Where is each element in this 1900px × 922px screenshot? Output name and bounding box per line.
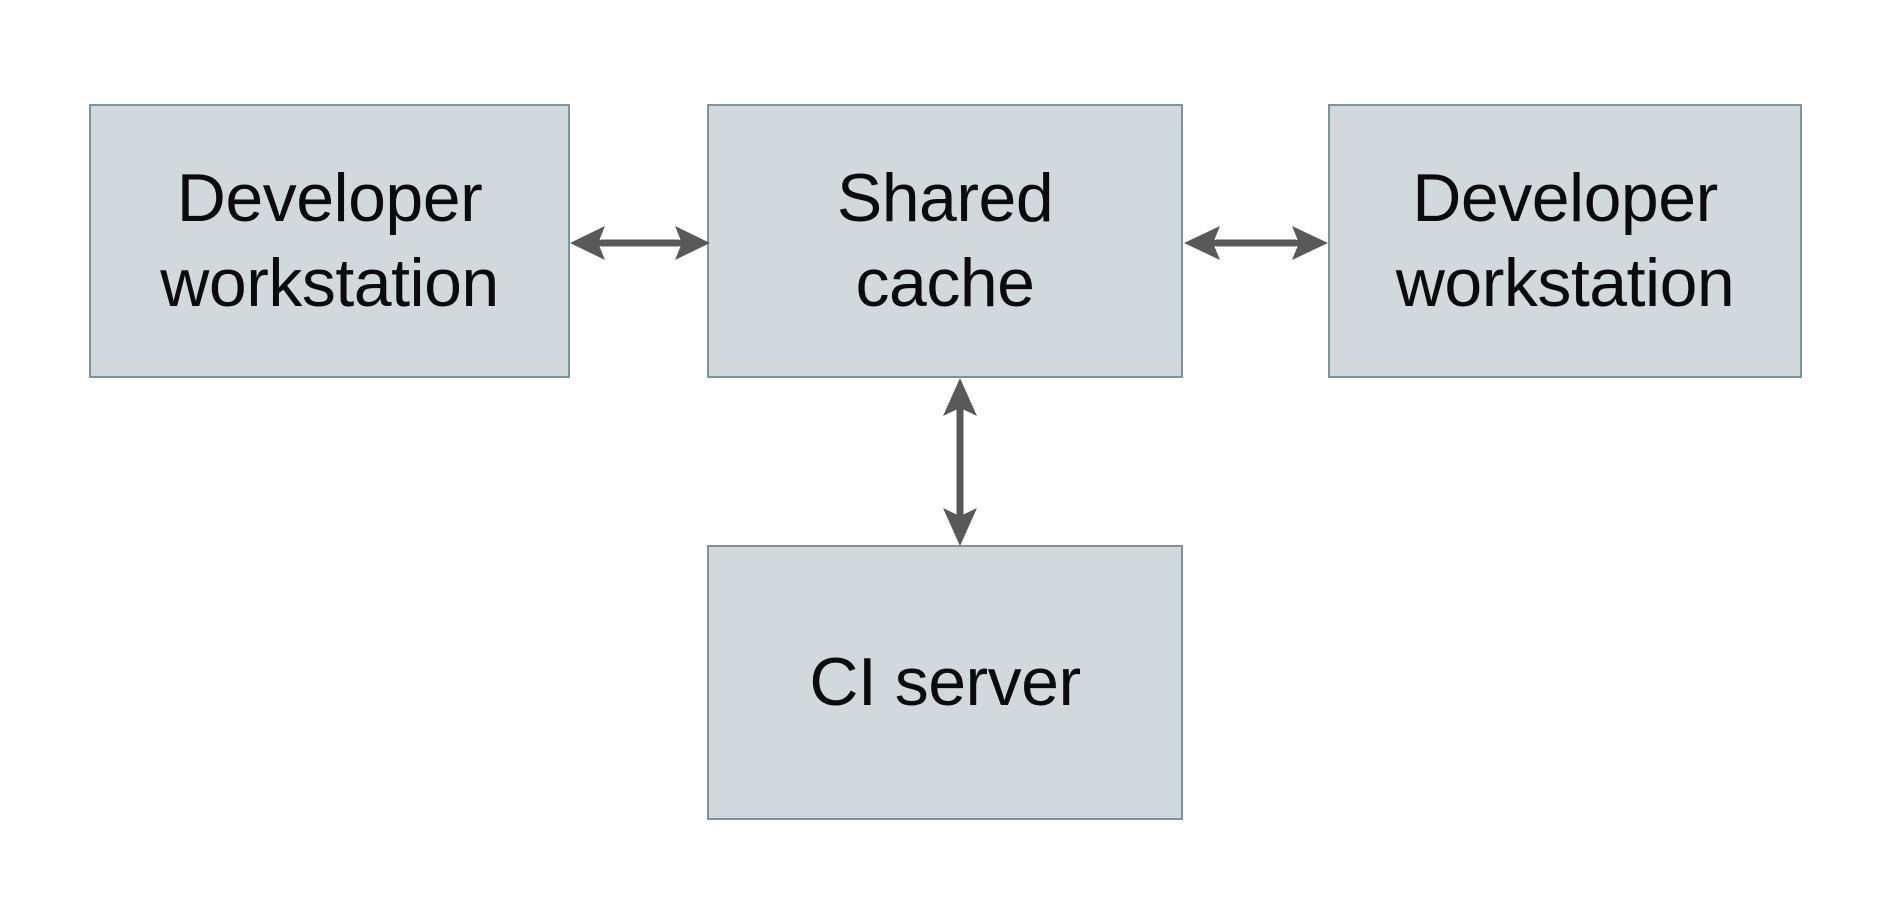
node-label: Developer workstation — [1395, 160, 1735, 321]
double-arrow-icon — [943, 378, 977, 546]
connector-developer-left-to-shared-cache — [570, 226, 710, 260]
connector-shared-cache-to-developer-right — [1184, 226, 1328, 260]
node-developer-workstation-left[interactable]: Developer workstation — [89, 104, 570, 378]
connector-shared-cache-to-ci-server — [943, 378, 977, 546]
double-arrow-icon — [570, 226, 710, 260]
node-label: CI server — [809, 644, 1081, 720]
node-ci-server[interactable]: CI server — [707, 545, 1183, 820]
node-developer-workstation-right[interactable]: Developer workstation — [1328, 104, 1802, 378]
node-label: Developer workstation — [160, 160, 499, 321]
node-shared-cache[interactable]: Shared cache — [707, 104, 1183, 378]
double-arrow-icon — [1184, 226, 1328, 260]
node-label: Shared cache — [836, 160, 1054, 321]
